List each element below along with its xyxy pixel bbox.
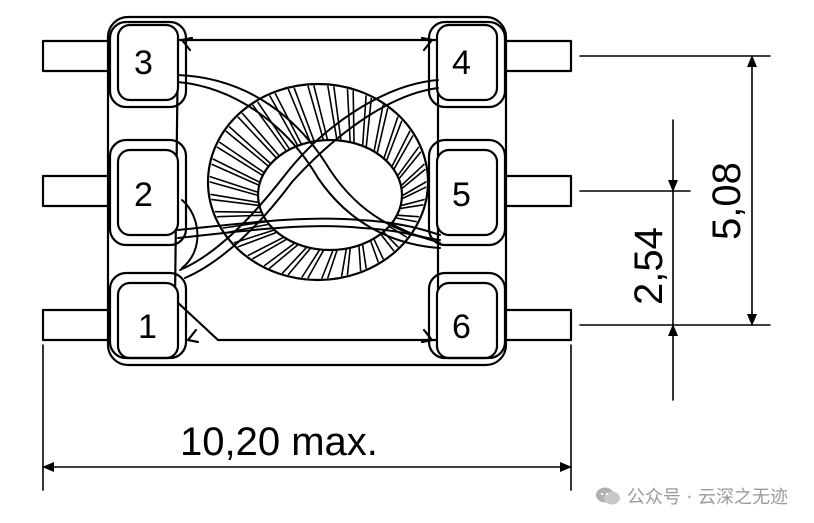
- winding-turn: [307, 250, 325, 279]
- watermark: 公众号 · 云深之无迹: [595, 483, 788, 509]
- wechat-icon: [595, 486, 621, 506]
- pad-4: [435, 23, 499, 102]
- pad-5: [435, 148, 499, 237]
- winding-turn: [219, 141, 264, 173]
- winding-turn: [216, 146, 263, 176]
- lead-left-middle: [41, 174, 120, 208]
- winding-turn: [237, 232, 277, 248]
- lead-right-bottom: [494, 308, 573, 342]
- winding-turn: [228, 126, 271, 164]
- winding-turn: [373, 104, 384, 151]
- pad-3: [116, 23, 180, 102]
- winding-turn: [321, 250, 334, 279]
- winding-turn: [380, 234, 395, 252]
- winding-turn: [301, 249, 321, 278]
- pin-label-3: 3: [134, 44, 153, 82]
- winding-turn: [358, 245, 362, 272]
- winding-wires: [177, 74, 441, 279]
- lead-right-middle: [494, 174, 573, 208]
- dimension-span-label: 5,08: [705, 162, 749, 240]
- pin-label-5: 5: [452, 176, 471, 214]
- pin-label-4: 4: [452, 44, 471, 82]
- winding-turn: [269, 95, 299, 146]
- winding-turn: [269, 244, 299, 269]
- winding-turn: [396, 217, 418, 223]
- winding-turn: [247, 237, 284, 257]
- winding-turn: [393, 135, 414, 169]
- winding-turn: [327, 85, 338, 140]
- winding-turn: [383, 116, 399, 158]
- winding-turn: [263, 243, 295, 267]
- winding-turn: [391, 130, 411, 167]
- winding-turn: [287, 248, 311, 276]
- inner-cavity: [173, 38, 440, 342]
- winding-turn: [346, 248, 351, 276]
- dimension-pitch-label: 2,54: [627, 227, 671, 305]
- winding-turn: [216, 214, 263, 218]
- winding-turn: [287, 88, 311, 142]
- winding-turn: [241, 112, 280, 156]
- winding-turn: [398, 151, 422, 179]
- winding-turn: [340, 248, 348, 277]
- pin-label-1: 1: [138, 308, 157, 346]
- lead-right-top: [494, 39, 573, 73]
- winding-turn: [352, 90, 355, 143]
- winding-turn: [293, 87, 315, 142]
- winding-turn: [210, 193, 259, 203]
- winding-turn: [225, 130, 269, 167]
- winding-turn: [212, 158, 260, 183]
- lead-left-bottom: [41, 308, 120, 342]
- winding-turn: [209, 175, 258, 193]
- winding-turn: [401, 198, 425, 207]
- winding-turn: [397, 214, 420, 218]
- dimension-pitch: [579, 119, 691, 401]
- winding-turn: [313, 85, 329, 140]
- winding-turn: [281, 247, 307, 274]
- winding-turn: [402, 181, 427, 196]
- pad-2: [116, 148, 180, 237]
- dimension-width: [42, 344, 572, 491]
- winding-turn: [237, 116, 277, 158]
- winding-turn: [307, 85, 325, 140]
- winding-turn: [209, 181, 258, 196]
- winding-turn: [211, 163, 259, 186]
- winding-turn: [401, 168, 426, 189]
- dimension-width-label: 10,20 max.: [180, 420, 378, 464]
- winding-turn: [365, 97, 373, 147]
- winding-turn: [252, 239, 287, 260]
- winding-turn: [386, 120, 403, 161]
- winding-turn: [402, 186, 427, 199]
- winding-turn: [401, 163, 425, 186]
- winding-turn: [327, 250, 338, 279]
- winding-turn: [376, 107, 389, 153]
- winding-turn: [333, 86, 342, 141]
- winding-turn: [211, 198, 259, 207]
- pin-label-6: 6: [452, 308, 471, 346]
- pin-label-2: 2: [134, 176, 153, 214]
- winding-turn: [370, 240, 379, 263]
- watermark-text: 公众号 · 云深之无迹: [626, 487, 788, 508]
- winding-turn: [400, 204, 424, 210]
- winding-turn: [373, 239, 384, 260]
- winding-turn: [397, 146, 420, 176]
- winding-turn: [361, 244, 367, 269]
- lead-left-top: [41, 39, 120, 73]
